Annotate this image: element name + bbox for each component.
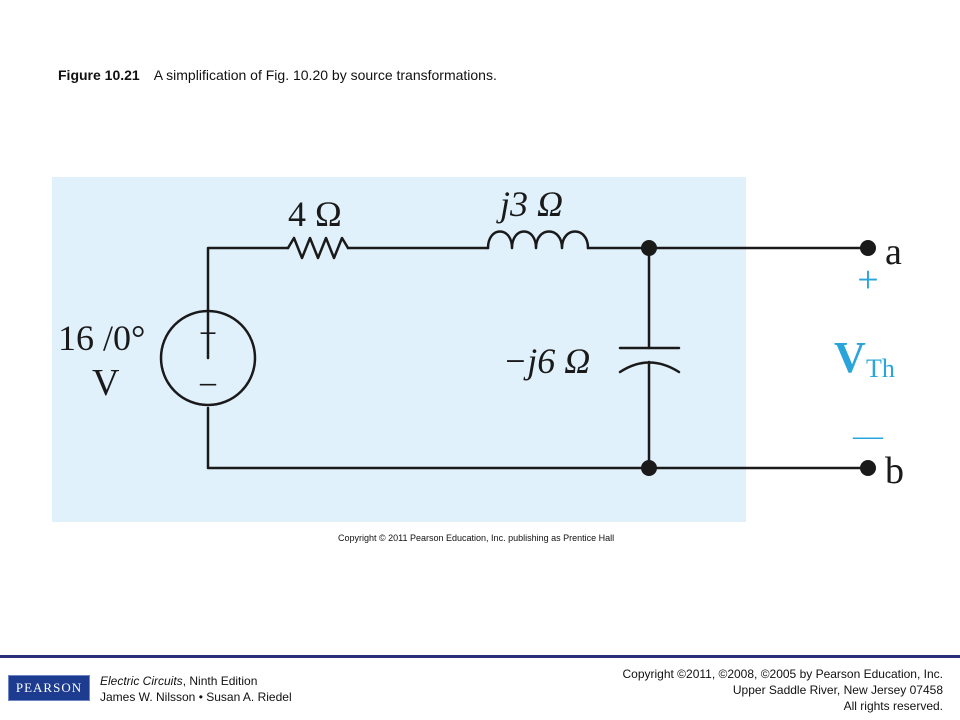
inductor — [486, 230, 590, 250]
footer-divider — [0, 655, 960, 658]
source-minus-sign: – — [199, 363, 217, 399]
pearson-logo: PEARSON — [8, 675, 90, 701]
source-plus-sign: + — [199, 315, 217, 351]
book-title-line: Electric Circuits, Ninth Edition — [100, 673, 292, 689]
figure-panel — [52, 177, 746, 522]
book-authors: James W. Nilsson • Susan A. Riedel — [100, 690, 292, 704]
figure-caption: Figure 10.21 A simplification of Fig. 10.… — [58, 67, 497, 83]
terminal-a-dot — [860, 240, 876, 256]
book-edition: , Ninth Edition — [182, 674, 258, 688]
figure-label: Figure 10.21 — [58, 67, 140, 83]
terminal-a-label: a — [885, 231, 902, 273]
copyright-line-3: All rights reserved. — [843, 699, 943, 713]
publisher-copyright: Copyright ©2011, ©2008, ©2005 by Pearson… — [622, 666, 943, 714]
voltage-source-circle — [159, 309, 257, 407]
resistor — [286, 236, 350, 260]
source-value-label: 16 /0° — [58, 318, 145, 358]
caption-text: A simplification of Fig. 10.20 by source… — [153, 67, 497, 83]
vth-main-symbol: V — [834, 333, 866, 382]
book-info: Electric Circuits, Ninth Edition James W… — [100, 673, 292, 705]
node-bottom — [641, 460, 657, 476]
resistor-label: 4 Ω — [288, 194, 342, 234]
book-title: Electric Circuits — [100, 674, 183, 688]
top-wire-left — [206, 246, 290, 360]
bottom-wire — [206, 406, 870, 470]
node-top — [641, 240, 657, 256]
figure-copyright: Copyright © 2011 Pearson Education, Inc.… — [338, 533, 615, 543]
vth-minus-sign: — — [852, 419, 884, 452]
inductor-label: j3 Ω — [496, 184, 563, 224]
source-unit-label: V — [92, 362, 120, 404]
vth-plus-sign: + — [857, 259, 878, 301]
terminal-b-label: b — [885, 450, 904, 492]
vth-subscript: Th — [866, 354, 895, 383]
capacitor-label: −j6 Ω — [503, 341, 590, 381]
copyright-line-2: Upper Saddle River, New Jersey 07458 — [732, 683, 943, 697]
terminal-b-dot — [860, 460, 876, 476]
copyright-line-1: Copyright ©2011, ©2008, ©2005 by Pearson… — [622, 667, 943, 681]
